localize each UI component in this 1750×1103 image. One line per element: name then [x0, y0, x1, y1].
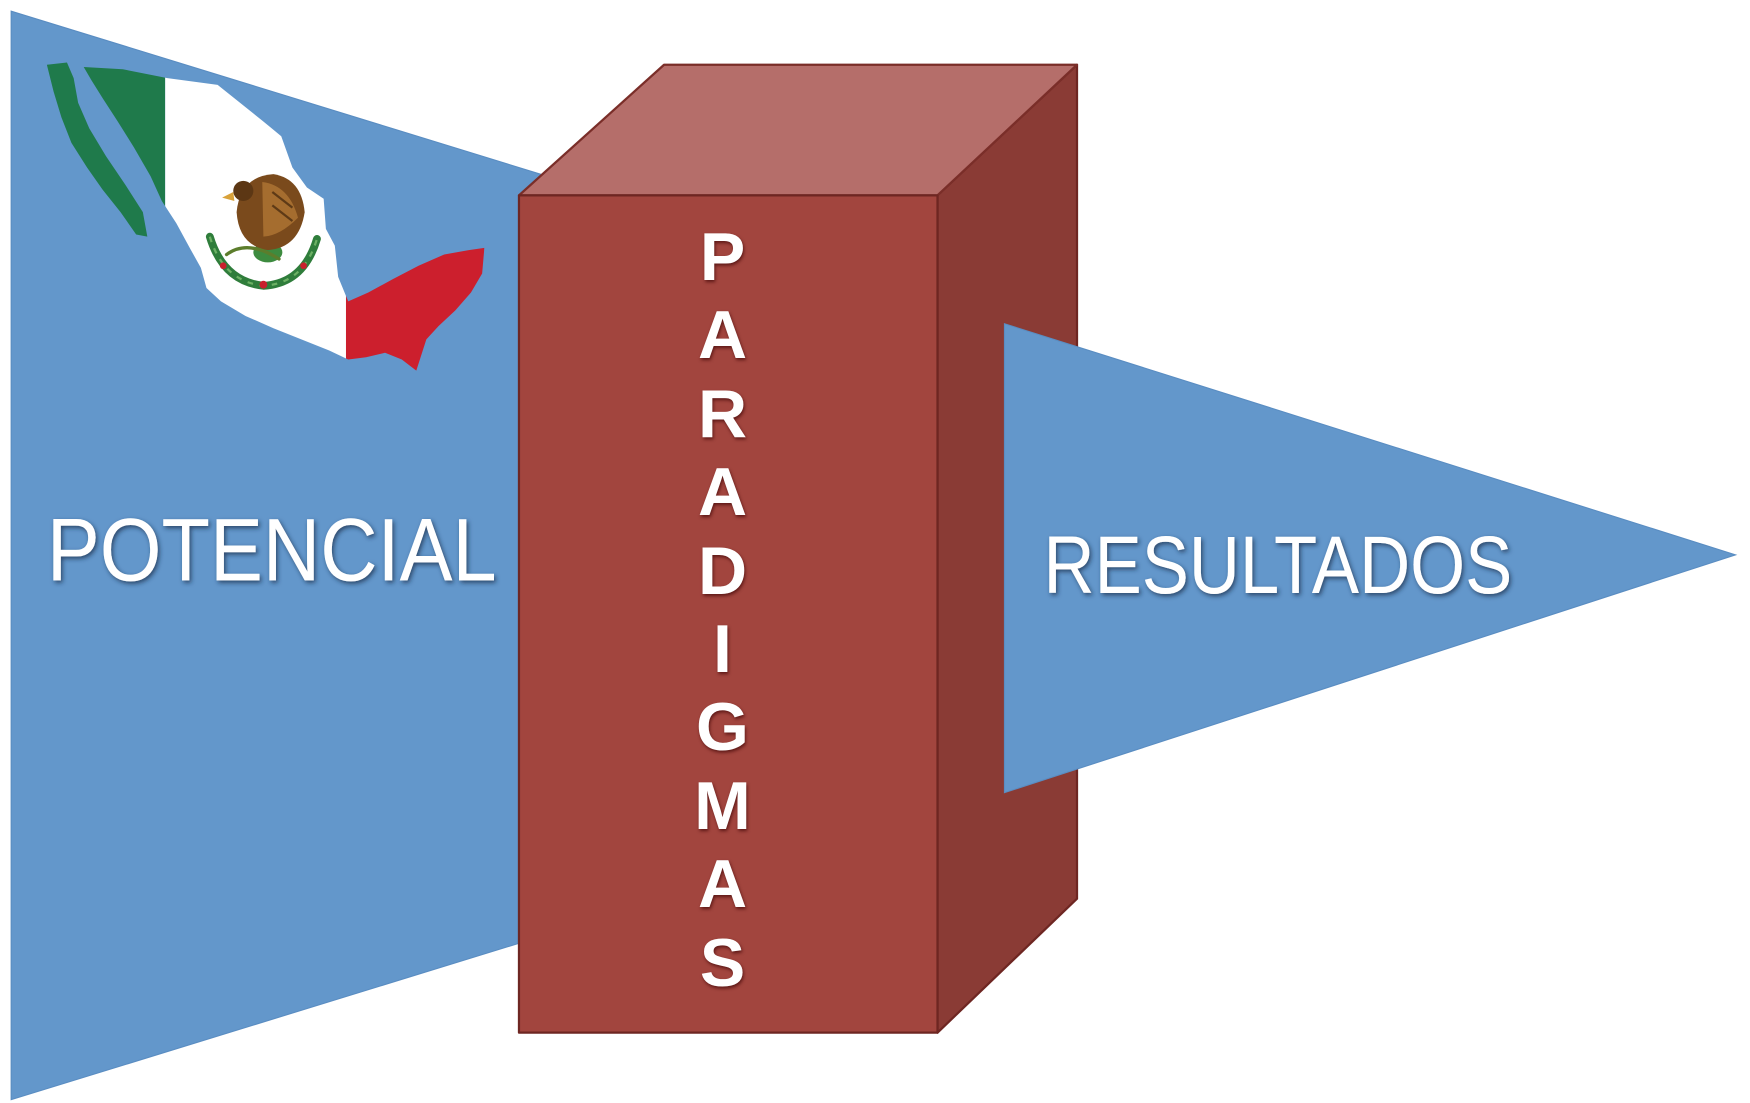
- paradigmas-label: PARADIGMAS: [694, 219, 751, 1001]
- paradigmas-block: [517, 63, 1079, 1034]
- resultados-label: RESULTADOS: [1044, 520, 1513, 611]
- right-output-triangle: [1003, 322, 1738, 794]
- eagle-emblem-icon: [205, 174, 321, 290]
- block-front-face: [517, 194, 939, 1034]
- potencial-label: POTENCIAL: [47, 500, 497, 600]
